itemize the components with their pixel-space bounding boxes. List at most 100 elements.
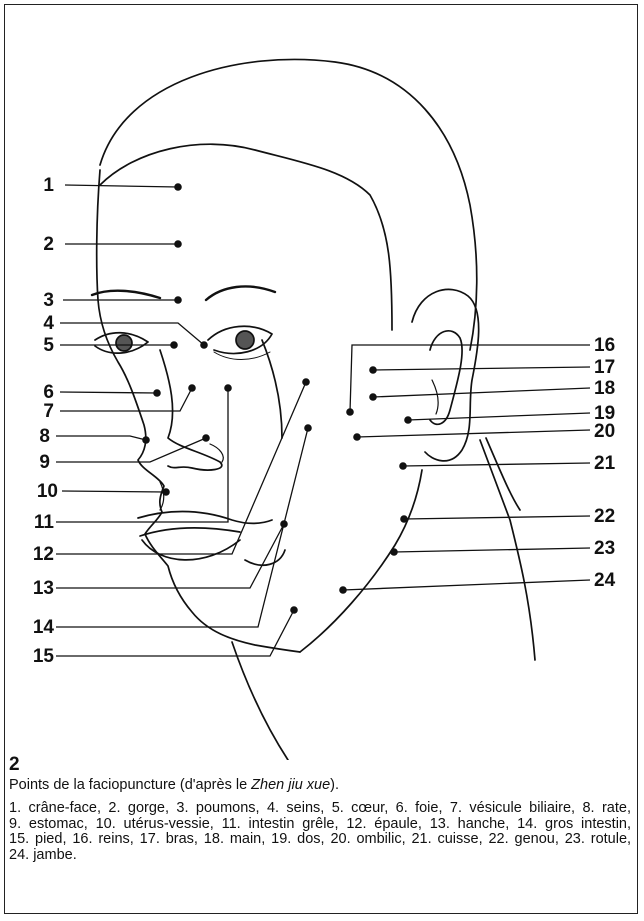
point-marker-19 bbox=[404, 416, 412, 424]
legend-item-8: 8. rate, bbox=[582, 800, 631, 816]
legend-item-14: 14. gros intestin, bbox=[517, 816, 631, 832]
point-marker-18 bbox=[369, 393, 377, 401]
legend-item-18: 18. main, bbox=[204, 831, 265, 847]
legend-item-name: poumons bbox=[196, 800, 256, 816]
point-marker-2 bbox=[174, 240, 182, 248]
legend-item-number: 8 bbox=[582, 800, 590, 816]
legend-item-name: gros intestin bbox=[545, 816, 627, 832]
legend-item-17: 17. bras, bbox=[140, 831, 198, 847]
legend-item-21: 21. cuisse, bbox=[411, 831, 482, 847]
legend-item-number: 14 bbox=[517, 816, 533, 832]
point-label-12: 12 bbox=[33, 544, 54, 565]
legend-item-number: 12 bbox=[346, 816, 362, 832]
legend-item-number: 1 bbox=[9, 800, 17, 816]
point-label-6: 6 bbox=[43, 382, 54, 403]
point-label-5: 5 bbox=[43, 335, 54, 356]
legend-item-number: 10 bbox=[96, 816, 112, 832]
legend-item-name: utérus-vessie bbox=[124, 816, 210, 832]
point-label-10: 10 bbox=[37, 481, 58, 502]
legend-item-number: 13 bbox=[430, 816, 446, 832]
point-label-24: 24 bbox=[594, 570, 616, 591]
legend-item-name: reins bbox=[98, 831, 129, 847]
point-marker-5 bbox=[170, 341, 178, 349]
legend-item-name: rotule bbox=[591, 831, 627, 847]
legend-item-13: 13. hanche, bbox=[430, 816, 510, 832]
point-marker-8 bbox=[142, 436, 150, 444]
point-label-23: 23 bbox=[594, 538, 615, 559]
point-label-7: 7 bbox=[43, 401, 54, 422]
point-label-1: 1 bbox=[43, 175, 54, 196]
legend-item-22: 22. genou, bbox=[488, 831, 558, 847]
legend-item-name: rate bbox=[602, 800, 627, 816]
legend-item-number: 20 bbox=[330, 831, 346, 847]
figure-number: 2 bbox=[9, 755, 631, 775]
hairline bbox=[100, 144, 392, 330]
point-marker-16 bbox=[346, 408, 354, 416]
point-label-11: 11 bbox=[34, 512, 55, 533]
iris-right bbox=[236, 331, 254, 349]
figure-title-source: Zhen jiu xue bbox=[251, 777, 330, 793]
legend-item-name: pied bbox=[35, 831, 62, 847]
point-label-13: 13 bbox=[33, 578, 54, 599]
legend-item-name: gorge bbox=[128, 800, 165, 816]
legend-item-name: main bbox=[230, 831, 261, 847]
legend-item-name: jambe bbox=[33, 847, 73, 863]
legend-item-number: 24 bbox=[9, 847, 25, 863]
legend-item-name: intestin grêle bbox=[249, 816, 335, 832]
point-marker-12 bbox=[302, 378, 310, 386]
nose bbox=[160, 350, 222, 470]
point-marker-4 bbox=[200, 341, 208, 349]
jaw-line bbox=[300, 470, 422, 652]
legend-item-9: 9. estomac, bbox=[9, 816, 88, 832]
legend-item-20: 20. ombilic, bbox=[330, 831, 405, 847]
legend-item-15: 15. pied, bbox=[9, 831, 66, 847]
legend-item-4: 4. seins, bbox=[267, 800, 324, 816]
legend-item-2: 2. gorge, bbox=[108, 800, 169, 816]
legend-item-5: 5. cœur, bbox=[332, 800, 389, 816]
figure-title: Points de la faciopuncture (d'après le Z… bbox=[9, 776, 631, 794]
legend-item-number: 2 bbox=[108, 800, 116, 816]
point-label-15: 15 bbox=[33, 646, 55, 667]
legend-item-number: 17 bbox=[140, 831, 156, 847]
legend-item-name: estomac bbox=[29, 816, 84, 832]
eyebrow-left bbox=[92, 291, 160, 298]
legend-item-7: 7. vésicule biliaire, bbox=[450, 800, 575, 816]
legend-item-number: 9 bbox=[9, 816, 17, 832]
head-outline bbox=[100, 59, 477, 350]
legend-item-number: 22 bbox=[488, 831, 504, 847]
legend-item-number: 15 bbox=[9, 831, 25, 847]
legend-item-number: 21 bbox=[411, 831, 427, 847]
legend-item-number: 19 bbox=[271, 831, 287, 847]
point-marker-6 bbox=[153, 389, 161, 397]
eyebrow-right bbox=[206, 286, 275, 300]
point-marker-23 bbox=[390, 548, 398, 556]
face-diagram: 1 2 3 4 5 6 7 8 9 10 11 12 13 14 15 16 1… bbox=[0, 0, 644, 760]
figure-caption: 2 Points de la faciopuncture (d'après le… bbox=[9, 755, 631, 863]
legend-item-6: 6. foie, bbox=[396, 800, 443, 816]
point-marker-1 bbox=[174, 183, 182, 191]
points-legend: 1. crâne-face, 2. gorge, 3. poumons, 4. … bbox=[9, 801, 631, 863]
point-marker-7 bbox=[188, 384, 196, 392]
point-marker-17 bbox=[369, 366, 377, 374]
legend-item-name: seins bbox=[286, 800, 320, 816]
legend-item-number: 18 bbox=[204, 831, 220, 847]
point-label-8: 8 bbox=[39, 426, 50, 447]
point-label-9: 9 bbox=[39, 452, 50, 473]
legend-item-23: 23. rotule, bbox=[565, 831, 631, 847]
point-label-16: 16 bbox=[594, 335, 615, 356]
legend-item-name: cœur bbox=[351, 800, 384, 816]
legend-item-16: 16. reins, bbox=[72, 831, 133, 847]
point-marker-24 bbox=[339, 586, 347, 594]
figure-title-prefix: Points de la faciopuncture (d'après le bbox=[9, 777, 251, 793]
legend-item-name: vésicule biliaire bbox=[469, 800, 571, 816]
point-marker-22 bbox=[400, 515, 408, 523]
point-marker-9 bbox=[202, 434, 210, 442]
point-label-17: 17 bbox=[594, 357, 615, 378]
legend-item-number: 5 bbox=[332, 800, 340, 816]
legend-item-number: 7 bbox=[450, 800, 458, 816]
legend-item-number: 11 bbox=[222, 816, 237, 832]
legend-item-19: 19. dos, bbox=[271, 831, 324, 847]
point-marker-15 bbox=[290, 606, 298, 614]
point-marker-20 bbox=[353, 433, 361, 441]
point-marker-21 bbox=[399, 462, 407, 470]
